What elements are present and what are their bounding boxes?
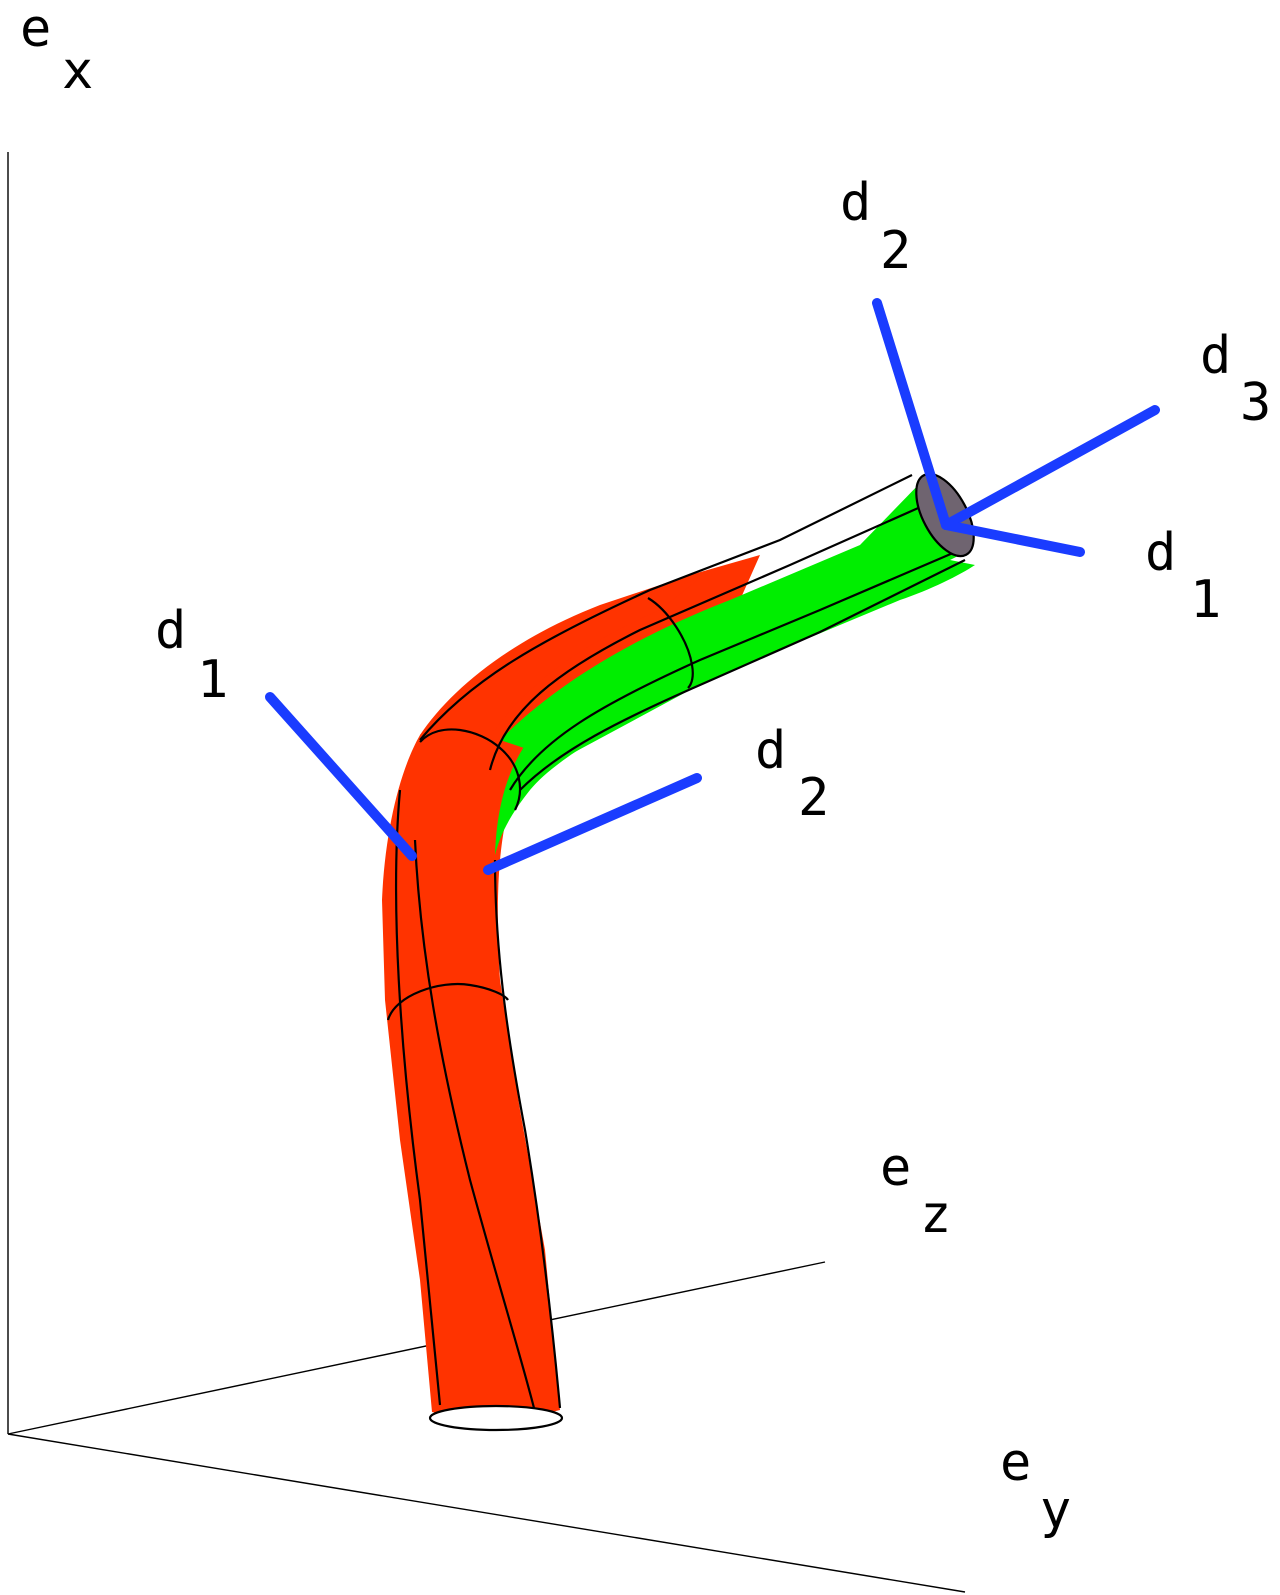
rod-cross-section-ring-2: [419, 728, 522, 811]
director-d2-mid-vector: [483, 773, 702, 875]
rod-outline-top: [419, 474, 913, 741]
label-ey: e y: [1000, 1433, 1071, 1540]
rod-generator-line-upper-mid: [509, 548, 961, 791]
rod-red-top-edge: [420, 578, 700, 735]
director-d1-right-vector: [941, 520, 1085, 557]
director-d2-top-vector: [872, 298, 951, 530]
label-d1-left-base: d: [155, 601, 186, 661]
director-d3-top-vector: [941, 405, 1160, 530]
rod-green-top-band: [500, 478, 960, 760]
rod-cross-section-ring-1: [386, 983, 509, 1021]
label-d2-mid-base: d: [755, 721, 786, 781]
label-d3-top-sub: 3: [1240, 373, 1271, 433]
label-ey-sub: y: [1040, 1480, 1071, 1540]
rod-generator-line-right: [493, 859, 562, 1409]
label-d2-mid-sub: 2: [798, 768, 829, 828]
label-ex-base: e: [20, 0, 51, 59]
rod-base-cap: [428, 1404, 564, 1432]
label-d2-top-sub: 2: [880, 221, 911, 281]
label-d1-left-sub: 1: [197, 650, 228, 710]
label-d3-top-base: d: [1200, 326, 1231, 386]
rod-generator-line-front: [413, 839, 537, 1413]
label-ex-sub: x: [62, 41, 93, 101]
axes: [7, 152, 966, 1593]
label-ez-sub: z: [920, 1185, 951, 1245]
label-d1-left: d 1: [155, 601, 228, 710]
label-d3-top: d 3: [1200, 326, 1271, 433]
ey-axis-line: [7, 1433, 966, 1593]
label-d1-right-base: d: [1145, 523, 1176, 583]
label-d1-right: d 1: [1145, 523, 1221, 630]
label-d2-top: d 2: [840, 173, 911, 281]
label-ez-base: e: [880, 1138, 911, 1198]
label-ex: e x: [20, 0, 93, 101]
rod: [382, 472, 975, 1432]
rod-outline-bottom: [519, 559, 966, 791]
rod-generator-line-upper: [488, 503, 926, 771]
label-d1-right-sub: 1: [1190, 570, 1221, 630]
label-ey-base: e: [1000, 1433, 1031, 1493]
label-d2-mid: d 2: [755, 721, 829, 828]
label-ez: e z: [880, 1138, 951, 1245]
director-d1-left-vector: [265, 692, 417, 861]
label-d2-top-base: d: [840, 173, 871, 233]
ez-axis-line: [7, 1261, 826, 1435]
directors: [265, 298, 1160, 875]
rod-cross-section-ring-3: [647, 597, 694, 689]
